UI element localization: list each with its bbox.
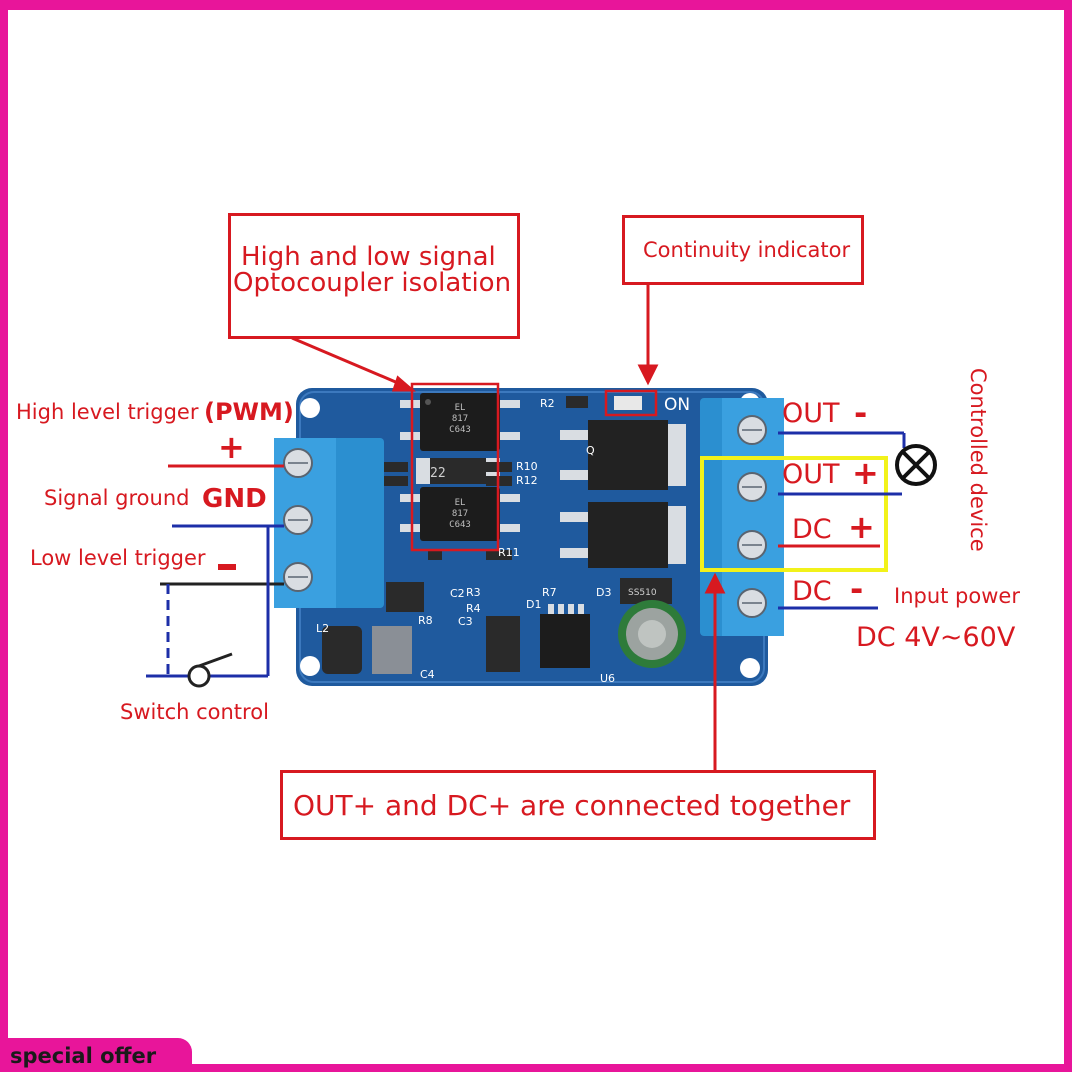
input-power-label: Input power xyxy=(894,584,1020,608)
silk-ss510: SS510 xyxy=(628,588,657,598)
low-level-trigger-label: Low level trigger xyxy=(30,546,206,570)
switch-pivot xyxy=(187,664,211,688)
voltage-label: DC 4V~60V xyxy=(856,622,1016,653)
silk-r4: R4 xyxy=(466,602,481,615)
high-level-trigger-label: High level trigger xyxy=(16,400,199,424)
silk-u6: U6 xyxy=(600,672,615,685)
arrow-led-head xyxy=(637,364,659,386)
mosfet-1 xyxy=(560,420,686,490)
silk-r12: R12 xyxy=(516,474,538,487)
dc-minus-sign: - xyxy=(850,570,864,608)
silk-d1: D1 xyxy=(526,598,541,611)
optocoupler-title-line2: Optocoupler isolation xyxy=(233,268,512,298)
connected-terminals-highlight xyxy=(700,456,888,572)
gnd-label: GND xyxy=(202,484,267,514)
signal-ground-label: Signal ground xyxy=(44,486,190,510)
opto-highlight-box xyxy=(410,382,500,552)
optocoupler-callout: High and low signal Optocoupler isolatio… xyxy=(228,213,520,339)
right-terminal-block xyxy=(700,398,784,636)
svg-text:C643: C643 xyxy=(449,425,471,435)
capacitor-c4 xyxy=(372,626,412,674)
silk-l2: L2 xyxy=(316,622,329,635)
silk-r7: R7 xyxy=(542,586,557,599)
out-minus-sign: - xyxy=(854,394,868,432)
plus-label: + xyxy=(218,428,245,466)
mount-hole-br xyxy=(740,658,760,678)
controlled-device-label: Controlled device xyxy=(966,368,990,552)
silk-q: Q xyxy=(586,444,595,457)
special-offer-badge[interactable]: special offer xyxy=(0,1038,193,1072)
out-plus-sign: + xyxy=(852,454,879,492)
dc-minus-text: DC xyxy=(792,576,832,607)
silk-r8: R8 xyxy=(418,614,433,627)
mount-hole-tl xyxy=(300,398,320,418)
silk-c3: C3 xyxy=(458,615,473,628)
mount-hole-bl xyxy=(300,656,320,676)
svg-text:22: 22 xyxy=(430,466,446,481)
arrow-opto-head xyxy=(391,375,417,392)
silk-c4: C4 xyxy=(420,668,435,681)
schottky-diode xyxy=(620,578,672,604)
continuity-callout: Continuity indicator xyxy=(622,215,864,285)
dc-plus-sign: + xyxy=(848,508,875,546)
optocoupler-2: EL 817 C643 xyxy=(400,487,520,541)
led-highlight-box xyxy=(604,389,658,417)
r2-resistor xyxy=(566,396,588,408)
optocoupler-title-line1: High and low signal xyxy=(241,242,496,272)
left-terminal-block xyxy=(274,438,384,608)
svg-text:C643: C643 xyxy=(449,520,471,530)
out-plus-text: OUT xyxy=(782,459,840,490)
optocoupler-1: EL 817 C643 xyxy=(400,393,520,451)
dc-plus-text: DC xyxy=(792,514,832,545)
silk-r2: R2 xyxy=(540,397,555,410)
arrow-opto-line xyxy=(291,336,406,388)
silk-c2: C2 xyxy=(450,587,465,600)
svg-text:EL: EL xyxy=(455,403,466,413)
svg-text:EL: EL xyxy=(455,498,466,508)
continuity-title: Continuity indicator xyxy=(643,238,851,262)
svg-text:817: 817 xyxy=(452,509,468,519)
minus-mark xyxy=(218,564,236,570)
diode-d1 xyxy=(486,616,520,672)
silk-r11: R11 xyxy=(498,546,520,559)
silk-r3: R3 xyxy=(466,586,481,599)
out-minus-text: OUT xyxy=(782,398,840,429)
connected-title: OUT+ and DC+ are connected together xyxy=(293,789,851,822)
silk-r10: R10 xyxy=(516,460,538,473)
connected-callout: OUT+ and DC+ are connected together xyxy=(280,770,876,840)
regulator-u6 xyxy=(540,614,590,668)
inductor-l2 xyxy=(322,626,362,674)
switch-lever xyxy=(198,652,233,668)
mosfet-2 xyxy=(560,502,686,568)
status-led xyxy=(614,396,642,410)
silk-on: ON xyxy=(664,395,690,415)
pwm-label: (PWM) xyxy=(204,398,294,426)
silk-d3: D3 xyxy=(596,586,611,599)
svg-text:817: 817 xyxy=(452,414,468,424)
transistor-low xyxy=(386,582,424,612)
arrow-connected-head xyxy=(704,572,726,594)
lamp-symbol xyxy=(895,444,937,486)
switch-control-label: Switch control xyxy=(120,700,269,724)
